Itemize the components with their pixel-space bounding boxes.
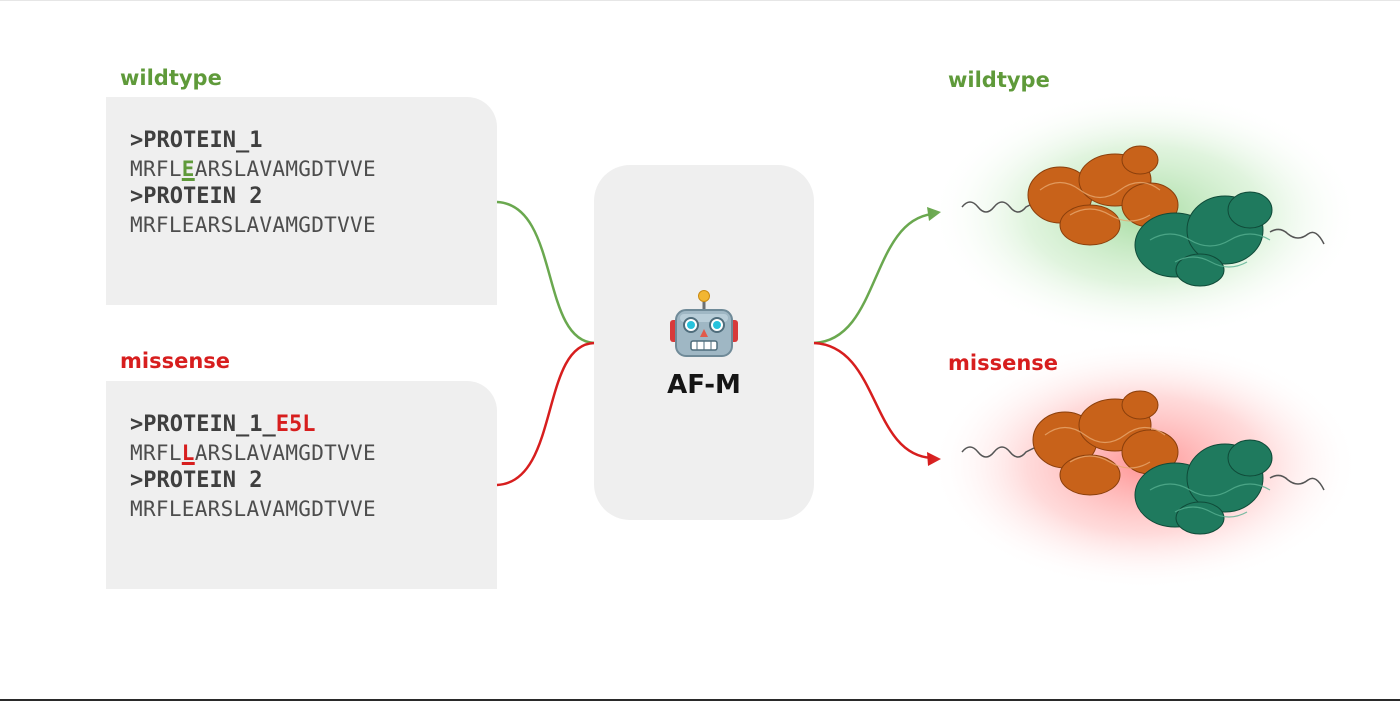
seq-prefix: MRFL [130,157,182,181]
model-label: AF-M [667,370,741,400]
bottom-border [0,699,1400,701]
missense-structure [930,340,1360,590]
missense-residue: L [181,441,195,465]
missense-protein1-sequence: MRFLLARSLAVAMGDTVVE [130,439,497,467]
top-border [0,0,1400,1]
seq-prefix: MRFL [130,441,182,465]
missense-sequence-box: >PROTEIN_1_E5L MRFLLARSLAVAMGDTVVE >PROT… [106,381,497,589]
wildtype-output-connector [813,212,933,345]
wildtype-protein1-sequence: MRFLEARSLAVAMGDTVVE [130,155,497,183]
wildtype-output-label: wildtype [948,68,1050,92]
seq-suffix: ARSLAVAMGDTVVE [194,441,376,465]
missense-protein2-sequence: MRFLEARSLAVAMGDTVVE [130,497,376,521]
seq-suffix: ARSLAVAMGDTVVE [194,157,376,181]
robot-icon [670,290,738,357]
wildtype-protein2-header: >PROTEIN 2 [130,184,263,209]
wildtype-protein1-header: >PROTEIN_1 [130,128,263,153]
missense-input-connector [496,341,595,487]
wildtype-sequence-box: >PROTEIN_1 MRFLEARSLAVAMGDTVVE >PROTEIN … [106,97,497,305]
missense-protein2-header: >PROTEIN 2 [130,468,263,493]
mutation-tag: E5L [275,412,316,437]
missense-output-connector [813,341,933,460]
header-text: >PROTEIN_1_ [130,412,276,437]
wildtype-structure [930,90,1360,340]
wildtype-protein2-sequence: MRFLEARSLAVAMGDTVVE [130,213,376,237]
wildtype-residue: E [181,157,195,181]
model-box: AF-M [594,165,814,520]
wildtype-input-label: wildtype [120,66,222,90]
wildtype-input-connector [496,200,595,345]
missense-output-label: missense [948,351,1059,375]
missense-input-label: missense [120,349,231,373]
missense-protein1-header: >PROTEIN_1_E5L [130,411,497,439]
